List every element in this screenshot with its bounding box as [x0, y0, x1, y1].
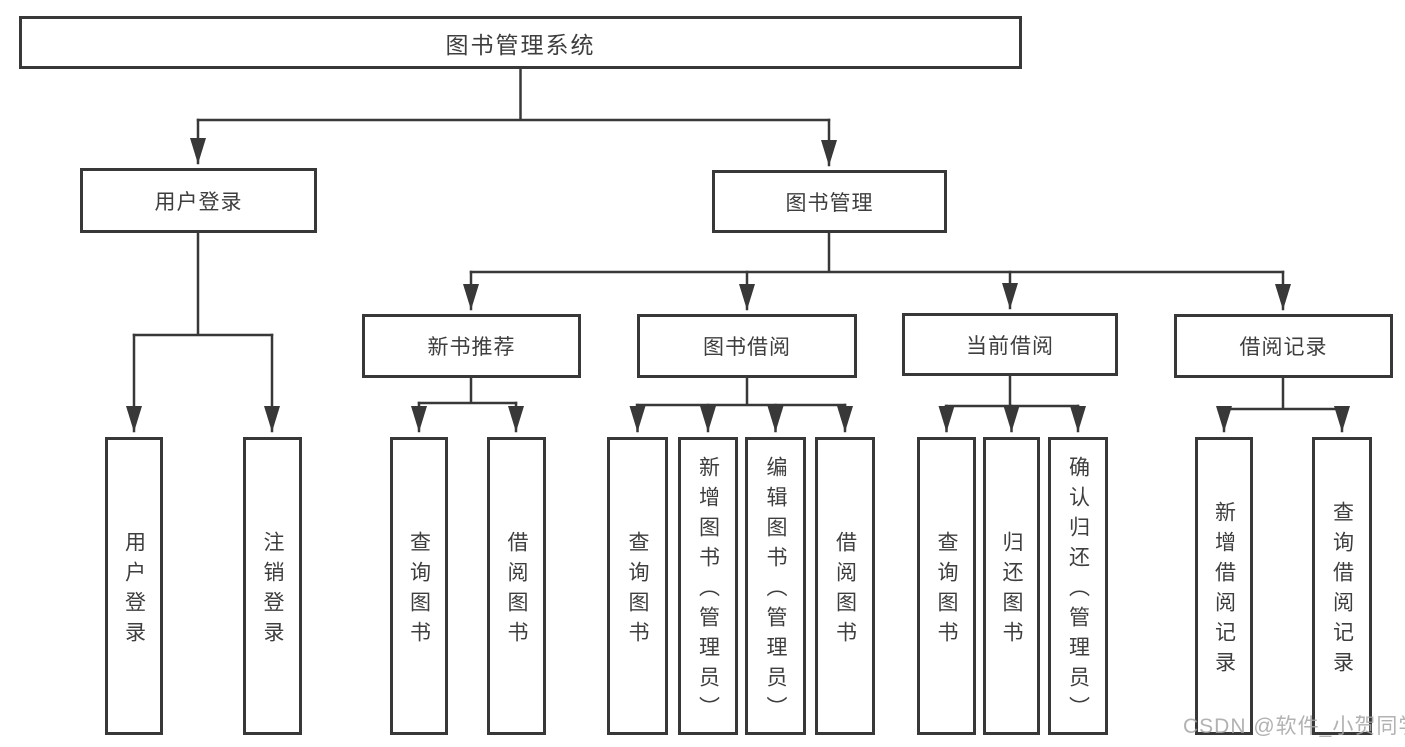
leaf-current-query-books-label: 查询图书 [935, 530, 958, 651]
leaf-recommend-query-books-label: 查询图书 [407, 530, 431, 651]
leaf-query-borrow-record-label: 查询借阅记录 [1330, 500, 1354, 681]
leaf-logout: 注销登录 [243, 437, 302, 735]
leaf-logout-label: 注销登录 [261, 530, 284, 651]
leaf-recommend-borrow-books: 借阅图书 [487, 437, 546, 735]
node-library-management-system: 图书管理系统 [19, 16, 1022, 69]
leaf-recommend-borrow-books-label: 借阅图书 [505, 530, 528, 651]
node-library-management-system-label: 图书管理系统 [445, 31, 596, 58]
node-current-borrowing-label: 当前借阅 [966, 334, 1054, 358]
node-new-book-recommend: 新书推荐 [362, 314, 581, 378]
leaf-add-books-admin: 新增图书（管理员） [678, 437, 738, 735]
leaf-confirm-return-admin: 确认归还（管理员） [1048, 437, 1108, 735]
leaf-return-books: 归还图书 [983, 437, 1040, 735]
leaf-add-borrow-record-label: 新增借阅记录 [1212, 500, 1236, 681]
leaf-edit-books-admin-label: 编辑图书（管理员） [764, 455, 787, 726]
node-new-book-recommend-label: 新书推荐 [427, 336, 516, 359]
leaf-edit-books-admin: 编辑图书（管理员） [745, 437, 806, 735]
node-borrowing-records: 借阅记录 [1174, 314, 1393, 378]
node-book-management-label: 图书管理 [785, 191, 874, 215]
leaf-return-books-label: 归还图书 [1000, 530, 1023, 651]
node-current-borrowing: 当前借阅 [902, 313, 1118, 376]
node-book-management: 图书管理 [712, 170, 947, 233]
leaf-add-books-admin-label: 新增图书（管理员） [696, 455, 720, 726]
node-book-borrowing-label: 图书借阅 [703, 336, 791, 359]
leaf-user-login-label: 用户登录 [122, 530, 146, 651]
node-user-login: 用户登录 [80, 168, 317, 233]
node-book-borrowing: 图书借阅 [637, 314, 857, 378]
node-user-login-label: 用户登录 [154, 190, 243, 214]
leaf-borrowing-borrow-books: 借阅图书 [815, 437, 875, 735]
leaf-current-query-books: 查询图书 [917, 437, 976, 735]
leaf-query-borrow-record: 查询借阅记录 [1312, 437, 1372, 735]
leaf-borrowing-query-books: 查询图书 [607, 437, 668, 735]
leaf-borrowing-query-books-label: 查询图书 [626, 530, 649, 651]
watermark: CSDN @软件_小贺同学 [1183, 715, 1405, 738]
leaf-confirm-return-admin-label: 确认归还（管理员） [1066, 455, 1090, 726]
leaf-borrowing-borrow-books-label: 借阅图书 [833, 530, 857, 651]
leaf-add-borrow-record: 新增借阅记录 [1195, 437, 1253, 735]
leaf-recommend-query-books: 查询图书 [390, 437, 448, 735]
node-borrowing-records-label: 借阅记录 [1239, 336, 1328, 359]
leaf-user-login: 用户登录 [105, 437, 163, 735]
